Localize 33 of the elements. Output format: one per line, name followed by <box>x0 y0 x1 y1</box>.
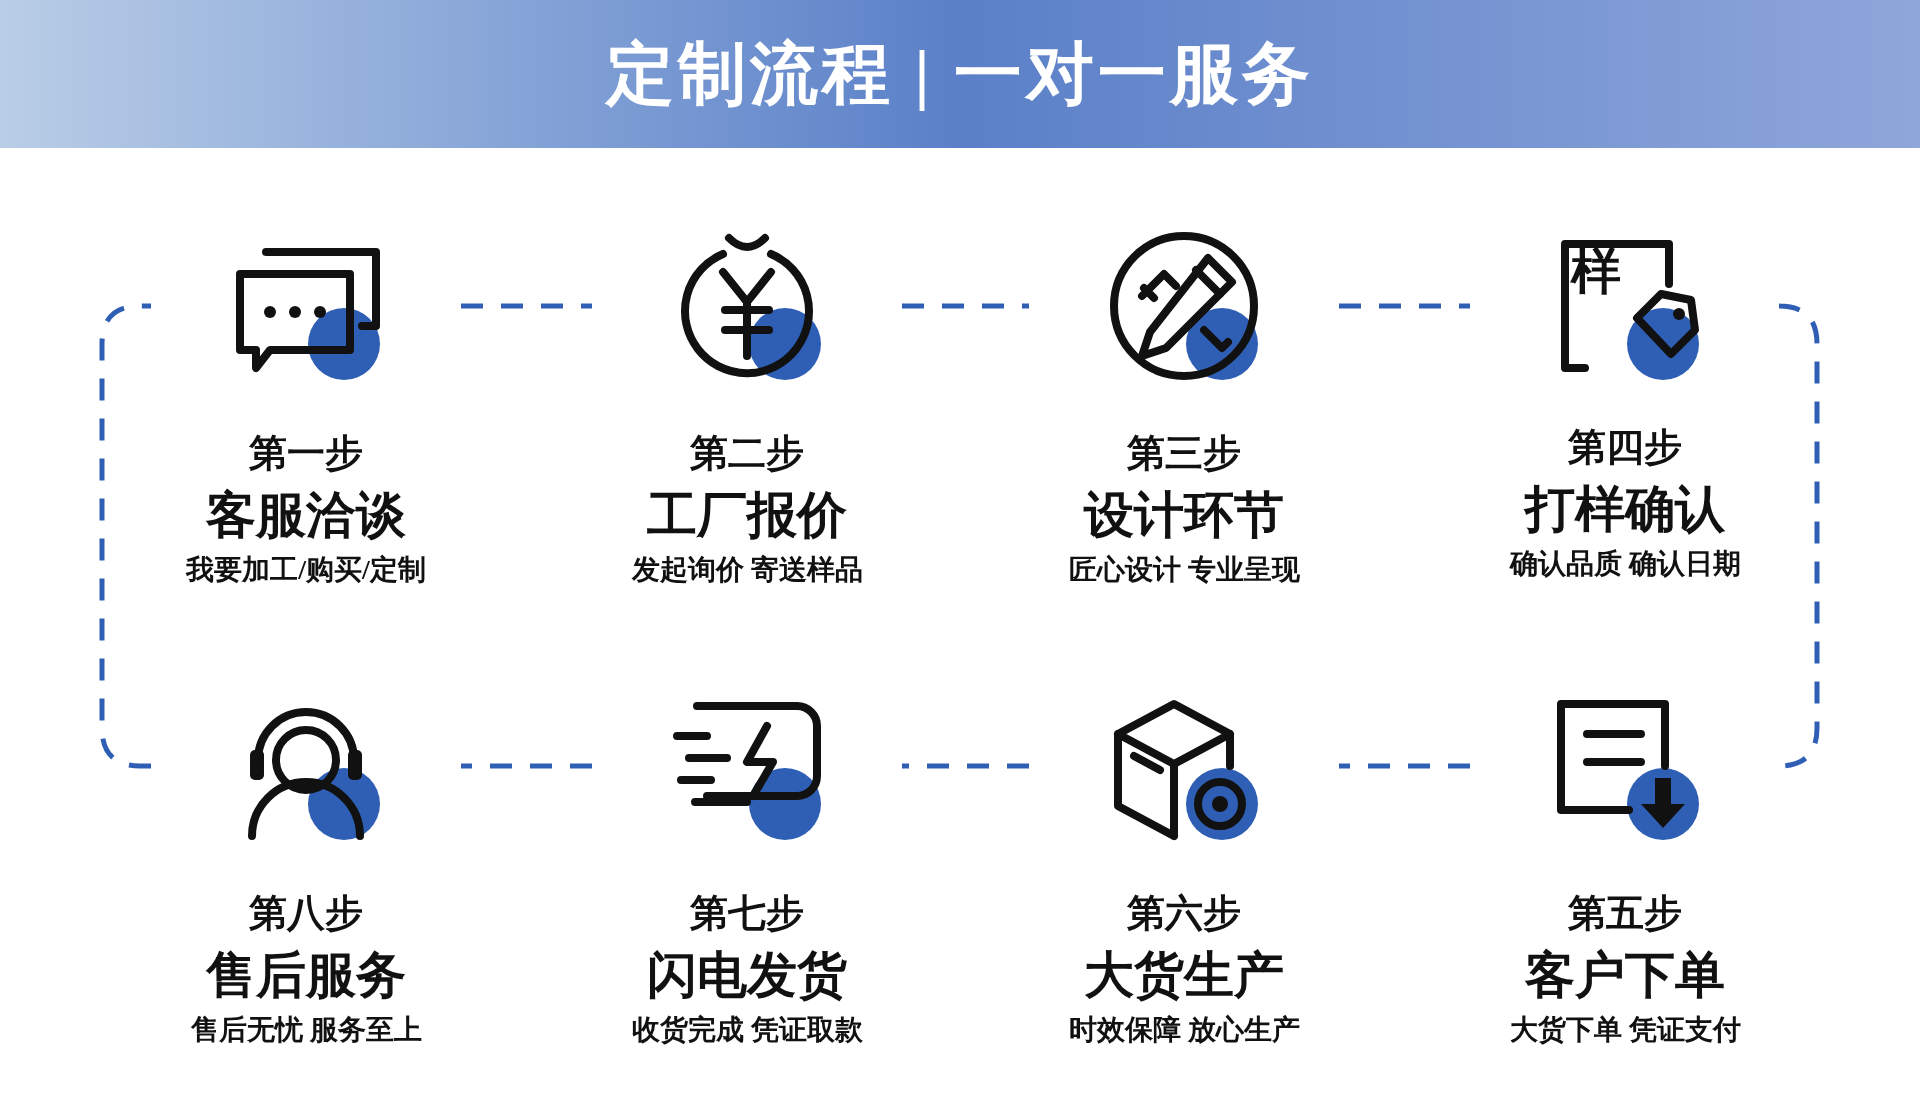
step-number: 第五步 <box>1568 894 1682 932</box>
step-description: 时效保障 放心生产 <box>1068 1016 1300 1044</box>
step-number: 第六步 <box>1127 894 1241 932</box>
step-description: 匠心设计 专业呈现 <box>1068 556 1300 584</box>
step-number: 第三步 <box>1127 434 1241 472</box>
step-description: 我要加工/购买/定制 <box>186 556 426 584</box>
dashed-connector <box>99 303 151 769</box>
step-title: 打样确认 <box>1525 484 1725 534</box>
step-description: 发起询价 寄送样品 <box>631 556 863 584</box>
step-number: 第八步 <box>249 894 363 932</box>
step-description: 确认品质 确认日期 <box>1509 550 1741 578</box>
step-title: 大货生产 <box>1084 950 1284 1000</box>
step-title: 售后服务 <box>206 950 406 1000</box>
step-number: 第七步 <box>690 894 804 932</box>
dashed-connector <box>1339 303 1470 309</box>
dashed-connector <box>902 763 1029 769</box>
step-description: 大货下单 凭证支付 <box>1509 1016 1741 1044</box>
step-description: 售后无忧 服务至上 <box>190 1016 422 1044</box>
step-number: 第四步 <box>1568 428 1682 466</box>
step-title: 闪电发货 <box>647 950 847 1000</box>
dashed-connector <box>1339 763 1470 769</box>
dashed-connector <box>1776 303 1820 769</box>
step-title: 客服洽谈 <box>206 490 406 540</box>
icon-label: 样 <box>1571 246 1621 296</box>
step-title: 工厂报价 <box>647 490 847 540</box>
step-number: 第一步 <box>249 434 363 472</box>
step-description: 收货完成 凭证取款 <box>631 1016 863 1044</box>
step-title: 设计环节 <box>1084 490 1284 540</box>
dashed-connector <box>902 303 1029 309</box>
step-number: 第二步 <box>690 434 804 472</box>
dashed-connector <box>461 763 592 769</box>
dashed-connector <box>461 303 592 309</box>
step-title: 客户下单 <box>1525 950 1725 1000</box>
